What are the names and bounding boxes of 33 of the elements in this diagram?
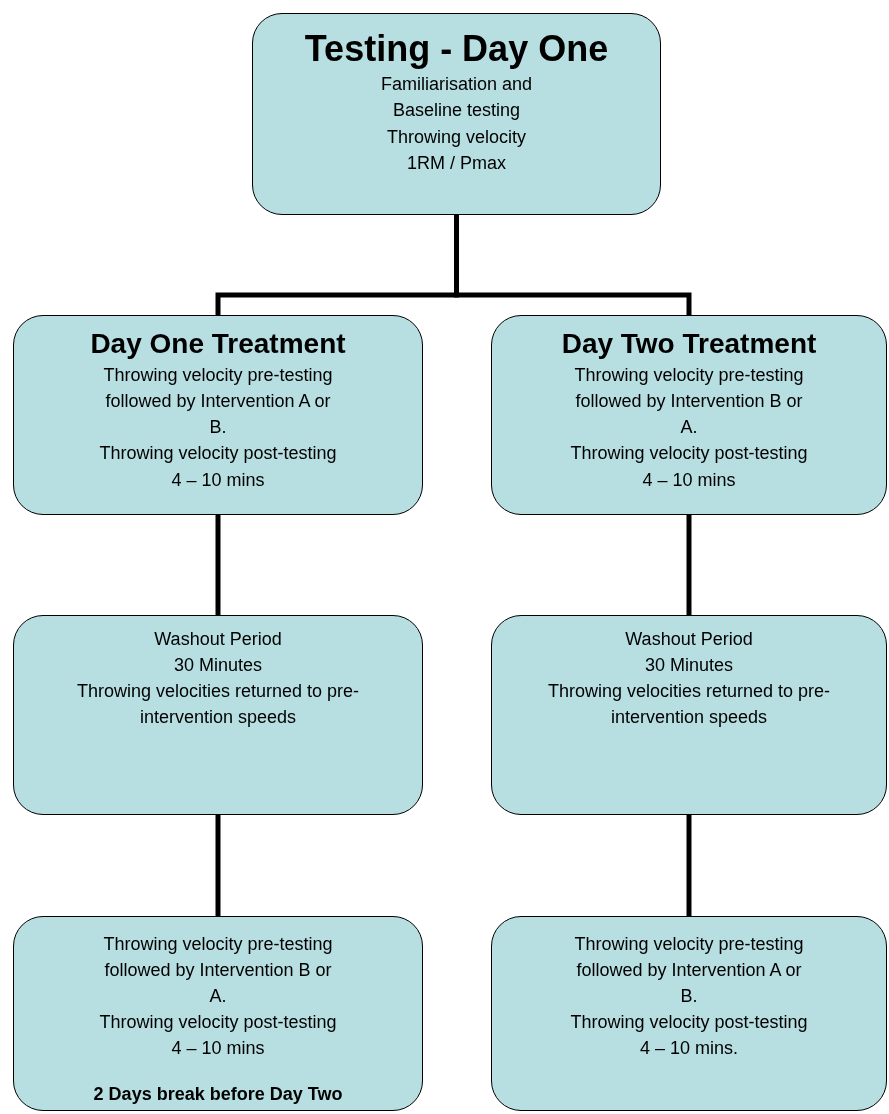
process-box bbox=[252, 13, 661, 215]
box-heading: Day One Treatment bbox=[90, 328, 346, 361]
box-note: 2 Days break before Day Two bbox=[93, 1084, 343, 1106]
box-text: 1RM / Pmax bbox=[407, 151, 506, 175]
box-text: Throwing velocities returned to pre-intervention speeds bbox=[546, 680, 832, 730]
connector-line bbox=[454, 215, 692, 315]
box-text: Throwing velocities returned to pre-intervention speeds bbox=[75, 680, 361, 730]
connector-line bbox=[215, 815, 221, 916]
box-text: Throwing velocity pre-testing followed by Intervention A or B. bbox=[102, 364, 334, 440]
box-text: Throwing velocity post-testing 4 – 10 mins bbox=[98, 1011, 338, 1061]
connector-line bbox=[215, 515, 221, 615]
process-box bbox=[491, 315, 887, 515]
box-text: Throwing velocity bbox=[386, 125, 527, 149]
box-text: 30 Minutes bbox=[173, 654, 263, 678]
process-box bbox=[13, 916, 423, 1111]
box-text: Throwing velocity pre-testing followed by Intervention A or B. bbox=[573, 933, 805, 1009]
box-heading: Day Two Treatment bbox=[561, 328, 817, 361]
box-text: Throwing velocity post-testing 4 – 10 mins bbox=[98, 442, 338, 492]
box-text: Throwing velocity pre-testing followed by Intervention B or A. bbox=[573, 364, 805, 440]
box-text: Familiarisation and Baseline testing bbox=[379, 73, 534, 123]
box-text: Throwing velocity pre-testing followed by Intervention B or A. bbox=[102, 933, 334, 1009]
box-text: 30 Minutes bbox=[644, 654, 734, 678]
box-text: Throwing velocity post-testing 4 – 10 mins bbox=[569, 442, 809, 492]
process-box bbox=[491, 615, 887, 815]
process-box bbox=[13, 315, 423, 515]
connector-line bbox=[686, 815, 692, 916]
box-text: Washout Period bbox=[154, 628, 282, 651]
box-heading: Testing - Day One bbox=[304, 28, 609, 70]
box-text: Washout Period bbox=[625, 628, 753, 651]
connector-line bbox=[686, 515, 692, 615]
process-box bbox=[13, 615, 423, 815]
process-box bbox=[491, 916, 887, 1111]
box-text: Throwing velocity post-testing 4 – 10 mins. bbox=[569, 1011, 809, 1061]
